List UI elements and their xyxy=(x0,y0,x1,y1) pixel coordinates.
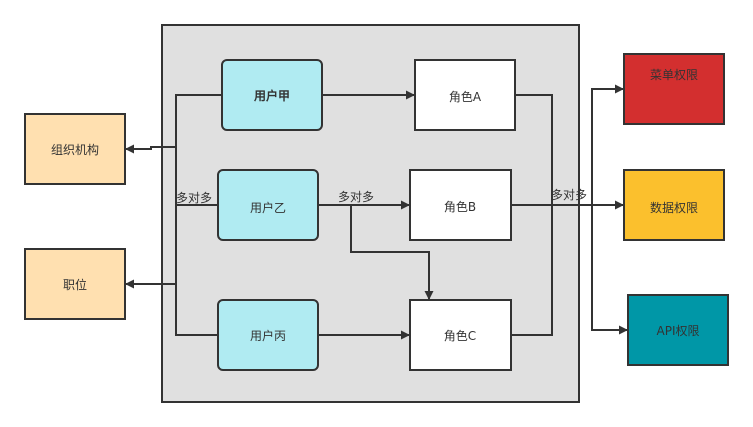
node-user-c-box[interactable] xyxy=(217,299,319,371)
edge-label-users-roles: 多对多 xyxy=(338,190,374,204)
node-user-b-box[interactable] xyxy=(217,169,319,241)
node-org-box[interactable] xyxy=(24,113,126,185)
node-user-a[interactable]: 用户甲 xyxy=(221,59,323,131)
edge-to-menu-perm xyxy=(591,84,624,205)
node-position-box[interactable] xyxy=(24,248,126,320)
node-position[interactable]: 职位 xyxy=(24,248,126,320)
node-api-perm[interactable]: API权限 xyxy=(627,294,729,366)
edge-label-users-org: 多对多 xyxy=(176,191,212,205)
edge-user-a-trunk xyxy=(175,94,222,336)
node-role-c-box[interactable] xyxy=(409,299,512,371)
node-org-label: 组织机构 xyxy=(51,142,99,157)
node-role-b-label: 角色B xyxy=(444,200,476,214)
node-data-perm-box[interactable] xyxy=(623,169,725,241)
node-role-c[interactable]: 角色C xyxy=(409,299,512,371)
node-menu-perm-label: 菜单权限 xyxy=(650,68,698,82)
edge-to-api-perm xyxy=(591,205,628,335)
edge-role-a-trunk xyxy=(511,94,553,336)
edge-user-b-role-c xyxy=(350,205,434,300)
node-data-perm-label: 数据权限 xyxy=(650,200,698,215)
node-user-b-label: 用户乙 xyxy=(250,200,286,215)
node-role-a-box[interactable] xyxy=(414,59,516,131)
node-role-a-label: 角色A xyxy=(449,90,482,104)
node-role-b-box[interactable] xyxy=(409,169,512,241)
node-user-a-box[interactable] xyxy=(221,59,323,131)
node-user-c-label: 用户丙 xyxy=(250,328,286,343)
node-user-c[interactable]: 用户丙 xyxy=(217,299,319,371)
node-menu-perm[interactable]: 菜单权限 xyxy=(623,53,725,125)
node-user-a-label: 用户甲 xyxy=(253,88,290,103)
edge-label-roles-perms: 多对多 xyxy=(551,188,587,202)
node-role-a[interactable]: 角色A xyxy=(414,59,516,131)
node-menu-perm-box[interactable] xyxy=(623,53,725,125)
node-api-perm-label: API权限 xyxy=(657,324,700,338)
node-user-b[interactable]: 用户乙 xyxy=(217,169,319,241)
node-position-label: 职位 xyxy=(63,277,87,292)
node-role-b[interactable]: 角色B xyxy=(409,169,512,241)
node-role-c-label: 角色C xyxy=(444,329,476,343)
node-data-perm[interactable]: 数据权限 xyxy=(623,169,725,241)
node-api-perm-box[interactable] xyxy=(627,294,729,366)
edge-to-org xyxy=(125,144,176,154)
node-org[interactable]: 组织机构 xyxy=(24,113,126,185)
